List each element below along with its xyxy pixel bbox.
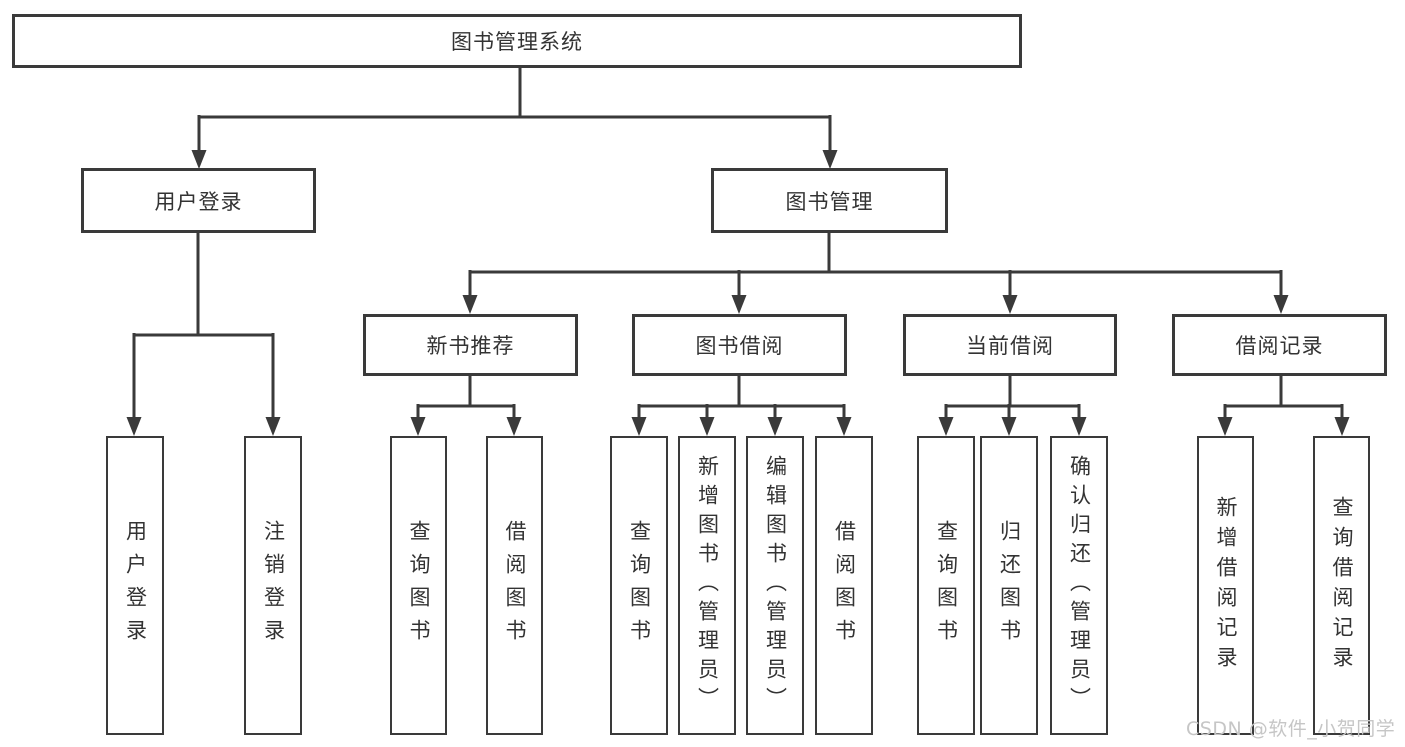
leaf-edit-book-admin-label: 编辑图书（管理员） <box>763 455 788 716</box>
node-book-borrowing: 图书借阅 <box>632 314 847 376</box>
node-new-book-recommend-label: 新书推荐 <box>426 334 515 358</box>
leaf-confirm-return-admin-label: 确认归还（管理员） <box>1067 455 1092 716</box>
leaf-recommend-borrow-book: 借阅图书 <box>486 436 543 735</box>
leaf-return-book: 归还图书 <box>980 436 1038 735</box>
leaf-search-borrow-record-label: 查询借阅记录 <box>1330 495 1354 676</box>
leaf-return-book-label: 归还图书 <box>997 519 1022 652</box>
node-borrowing-records-label: 借阅记录 <box>1235 334 1324 358</box>
node-book-management: 图书管理 <box>711 168 948 233</box>
connector-current-borrowing-children <box>938 376 1087 436</box>
leaf-logout: 注销登录 <box>244 436 302 735</box>
connector-borrowing-records-children <box>1217 376 1350 436</box>
leaf-user-login: 用户登录 <box>106 436 164 735</box>
connector-user-login-children <box>126 233 281 436</box>
csdn-watermark: CSDN @软件_小贺同学 <box>1186 718 1396 740</box>
leaf-current-search-book: 查询图书 <box>917 436 975 735</box>
node-new-book-recommend: 新书推荐 <box>363 314 578 376</box>
node-user-login-label: 用户登录 <box>154 189 243 214</box>
connector-new-book-recommend-children <box>410 376 522 436</box>
node-user-login: 用户登录 <box>81 168 316 233</box>
connector-book-borrowing-children <box>631 376 852 436</box>
leaf-add-book-admin-label: 新增图书（管理员） <box>695 455 720 716</box>
leaf-add-book-admin: 新增图书（管理员） <box>678 436 736 735</box>
node-borrowing-records: 借阅记录 <box>1172 314 1387 376</box>
leaf-search-borrow-record: 查询借阅记录 <box>1313 436 1370 735</box>
leaf-current-search-book-label: 查询图书 <box>934 519 959 652</box>
leaf-add-borrow-record-label: 新增借阅记录 <box>1214 495 1238 676</box>
leaf-recommend-borrow-book-label: 借阅图书 <box>503 519 527 652</box>
node-current-borrowing-label: 当前借阅 <box>966 334 1054 358</box>
leaf-borrow-book: 借阅图书 <box>815 436 873 735</box>
leaf-edit-book-admin: 编辑图书（管理员） <box>746 436 804 735</box>
node-root: 图书管理系统 <box>12 14 1022 68</box>
leaf-borrowing-search-book: 查询图书 <box>610 436 668 735</box>
node-book-borrowing-label: 图书借阅 <box>695 334 784 358</box>
node-root-label: 图书管理系统 <box>451 30 583 54</box>
node-book-management-label: 图书管理 <box>785 189 874 214</box>
leaf-logout-label: 注销登录 <box>261 519 286 652</box>
leaf-recommend-search-book: 查询图书 <box>390 436 447 735</box>
leaf-borrowing-search-book-label: 查询图书 <box>627 519 652 652</box>
leaf-user-login-label: 用户登录 <box>123 519 148 652</box>
node-current-borrowing: 当前借阅 <box>903 314 1117 376</box>
connector-root-to-level2 <box>191 68 838 169</box>
leaf-confirm-return-admin: 确认归还（管理员） <box>1050 436 1108 735</box>
leaf-borrow-book-label: 借阅图书 <box>832 519 857 652</box>
connector-book-management-children <box>462 233 1289 314</box>
leaf-recommend-search-book-label: 查询图书 <box>407 519 431 652</box>
leaf-add-borrow-record: 新增借阅记录 <box>1197 436 1254 735</box>
